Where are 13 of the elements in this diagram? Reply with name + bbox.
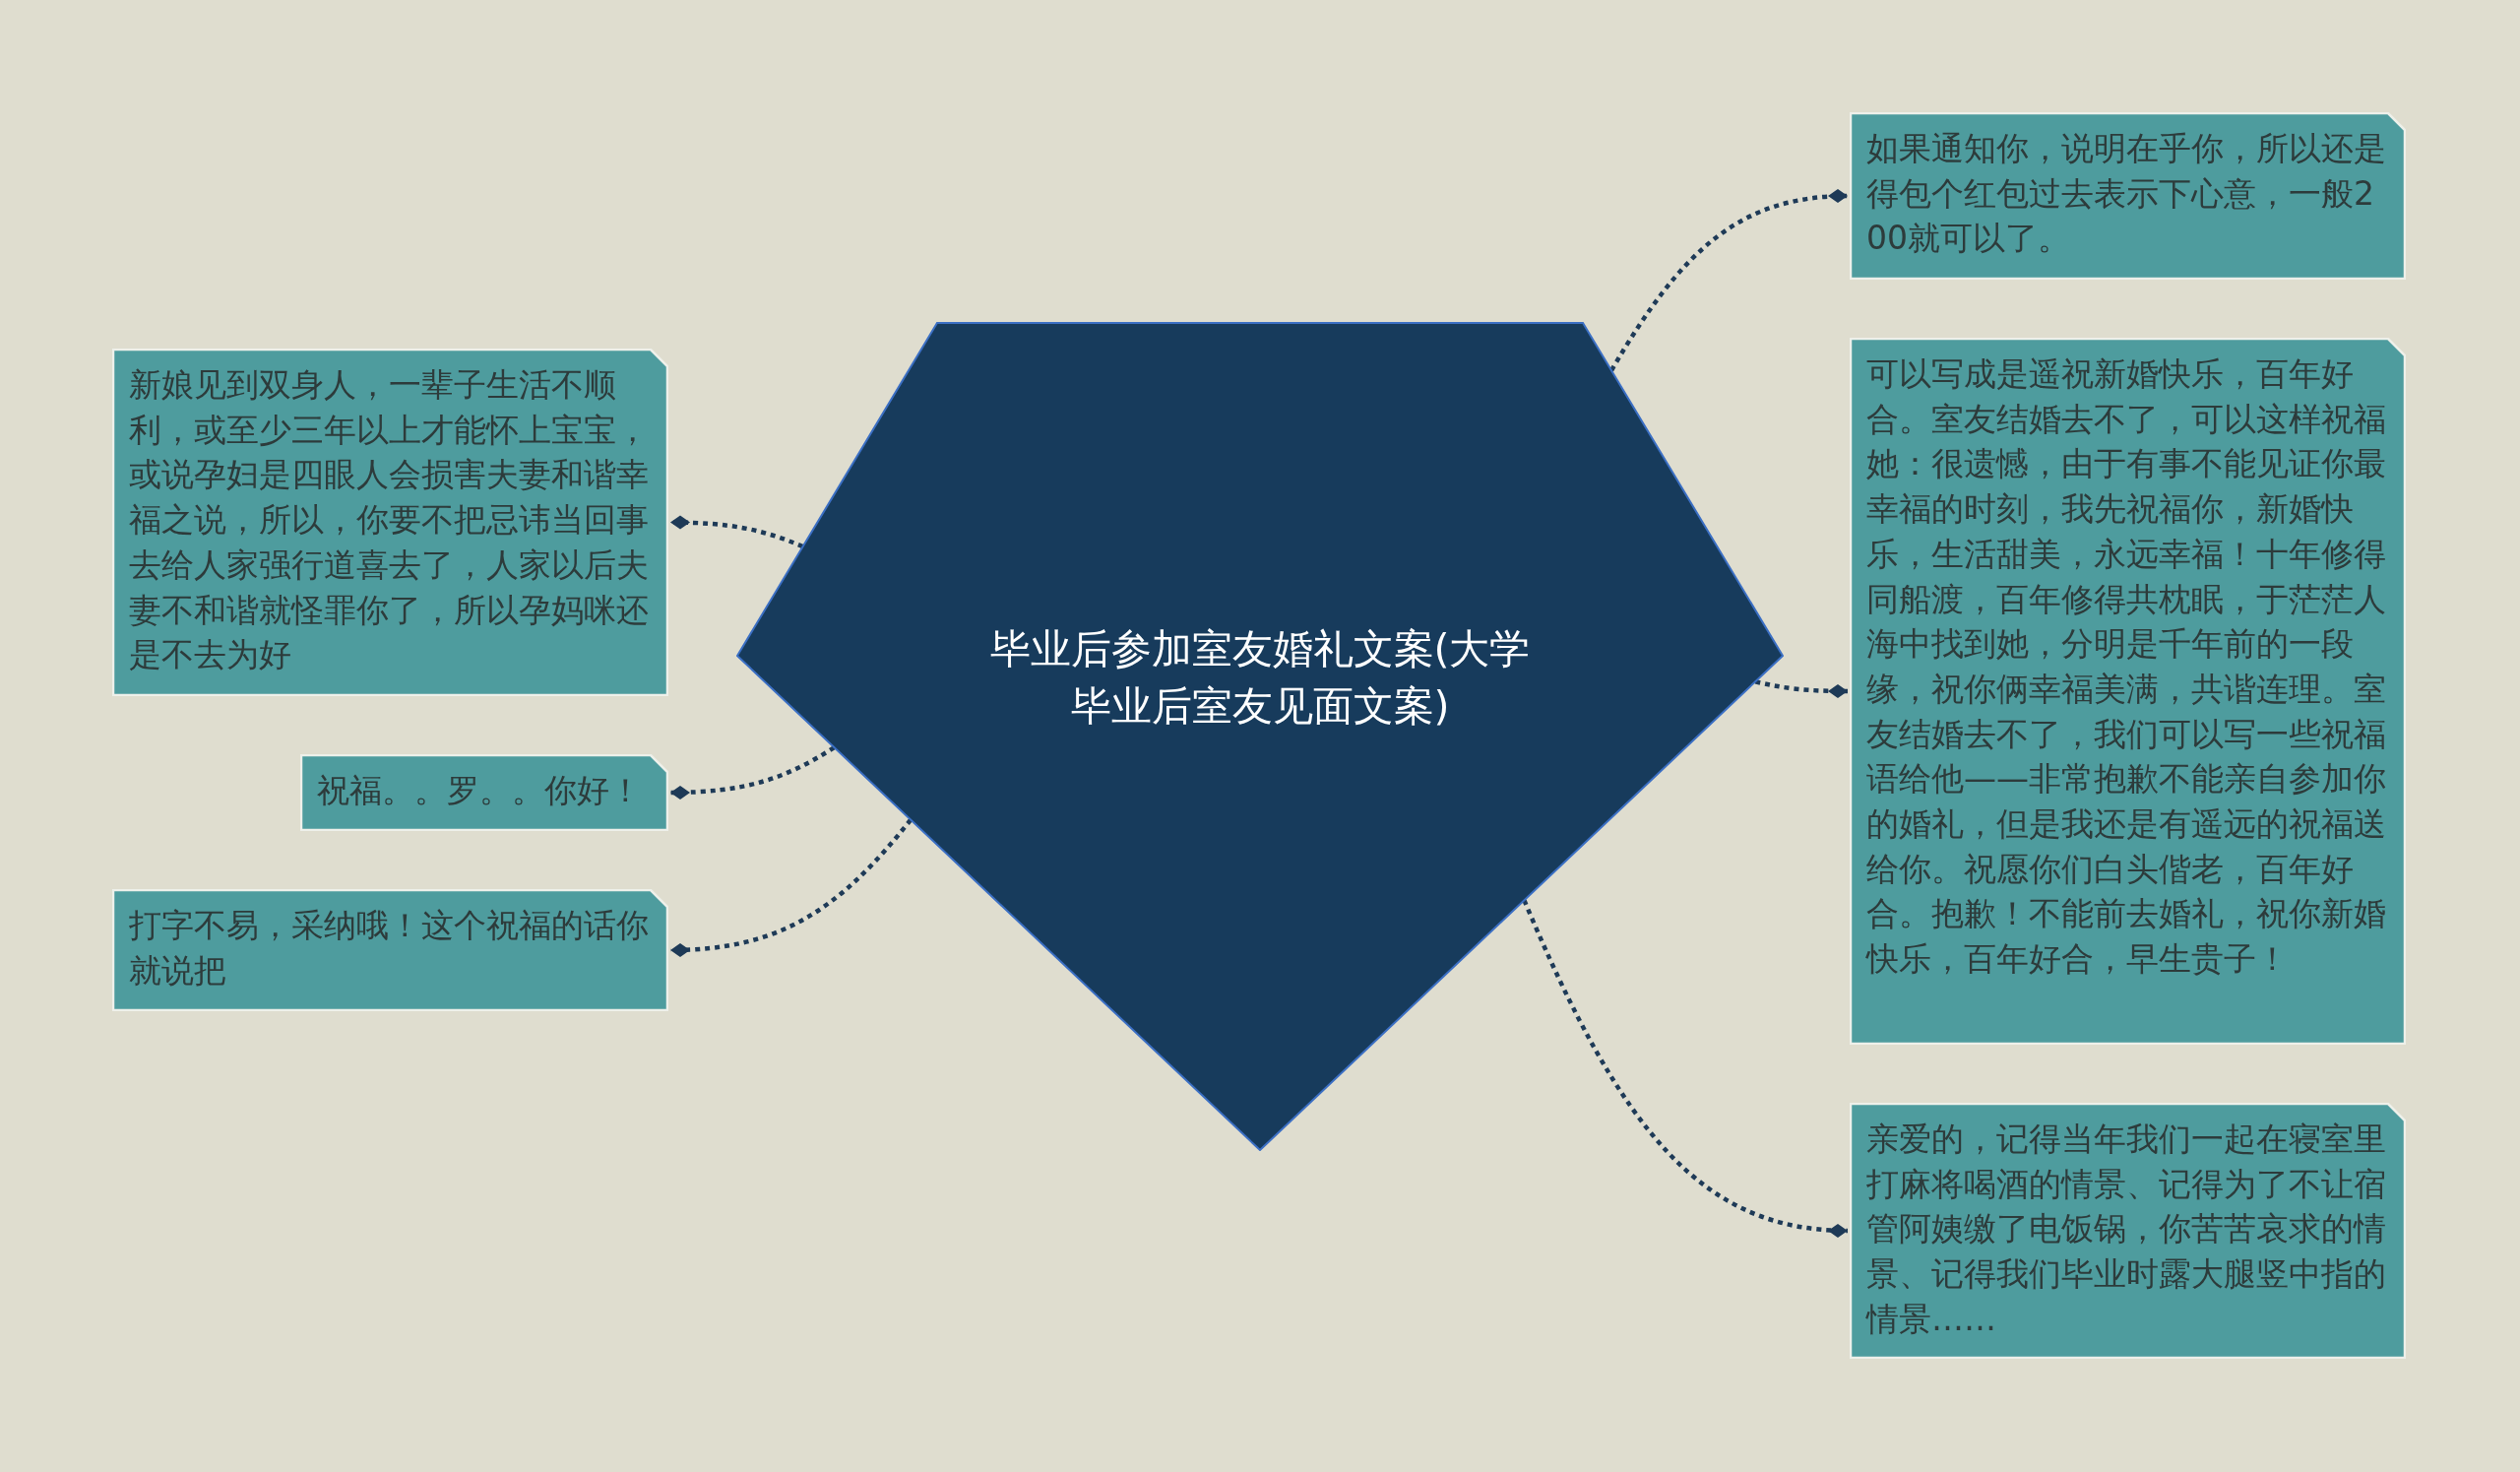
connector [669,515,804,549]
connector [1609,189,1849,372]
note-box: 祝福。。罗。。你好！ [300,754,668,831]
connector [1522,899,1849,1238]
note-box: 打字不易，采纳哦！这个祝福的话你就说把 [112,889,668,1011]
pentagon-node: 毕业后参加室友婚礼文案(大学毕业后室友见面文案) [736,322,1784,1151]
connector [669,745,836,800]
connector [669,818,913,957]
note-box: 亲爱的，记得当年我们一起在寝室里打麻将喝酒的情景、记得为了不让宿管阿姨缴了电饭锅，你苦苦哀求的情景、记得我们毕业时露大腿竖中指的情景…… [1850,1103,2406,1359]
note-box: 可以写成是遥祝新婚快乐，百年好合。室友结婚去不了，可以这样祝福她：很遗憾，由于有事不能见证你最幸福的时刻，我先祝福你，新婚快乐，生活甜美，永远幸福！十年修得同船渡，百年修得共枕眠，于茫茫人海中找到她，分明是千年前的一段缘，祝你俩幸福美满，共谐连理。室友结婚去不了，我们可以写一些祝福语给他——非常抱歉不能亲自参加你的婚礼，但是我还是有遥远的祝福送给你。祝愿你们白头偕老，百年好合。抱歉！不能前去婚礼，祝你新婚快乐，百年好合，早生贵子！ [1850,338,2406,1045]
note-box: 如果通知你，说明在乎你，所以还是得包个红包过去表示下心意，一般200就可以了。 [1850,112,2406,280]
note-box: 新娘见到双身人，一辈子生活不顺利，或至少三年以上才能怀上宝宝，或说孕妇是四眼人会损害夫妻和谐幸福之说，所以，你要不把忌讳当回事去给人家强行道喜去了，人家以后夫妻不和谐就怪罪你了，所以孕妈咪还是不去为好 [112,349,668,696]
connector [1754,679,1848,698]
